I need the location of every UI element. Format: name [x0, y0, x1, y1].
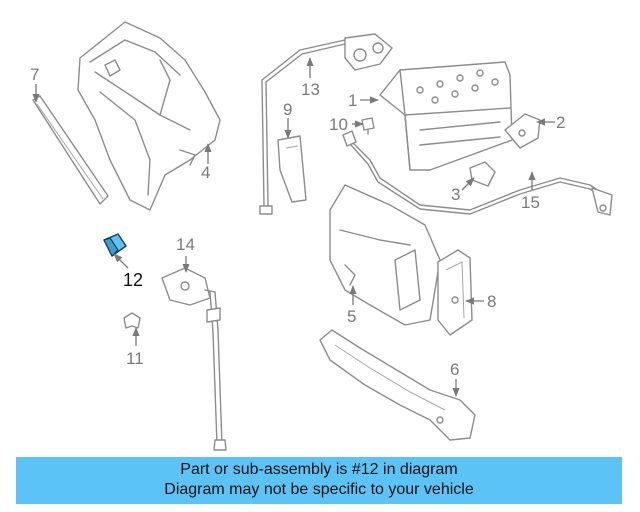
part-11-clip — [123, 312, 141, 329]
callout-10: 10 — [329, 115, 348, 134]
leader-lines — [32, 57, 555, 397]
callout-9: 9 — [283, 100, 292, 119]
callout-5: 5 — [347, 307, 356, 326]
callout-3: 3 — [451, 185, 460, 204]
part-3-clamp — [469, 161, 496, 187]
callout-14: 14 — [176, 235, 195, 254]
part-1-battery — [379, 61, 513, 171]
part-13-cable — [259, 33, 393, 215]
callout-12: 12 — [123, 270, 143, 290]
callout-7: 7 — [30, 65, 39, 84]
part-14-hinge-strut — [161, 267, 227, 451]
callout-11: 11 — [126, 349, 144, 368]
callout-6: 6 — [450, 360, 459, 379]
part-10-bolt — [361, 117, 375, 135]
callout-8: 8 — [487, 292, 496, 311]
part-15-cable — [342, 130, 613, 216]
callout-4: 4 — [201, 163, 210, 182]
part-9-bracket — [277, 135, 307, 203]
banner-line-2: Diagram may not be specific to your vehi… — [164, 481, 474, 498]
callout-15: 15 — [521, 193, 540, 212]
info-banner: Part or sub-assembly is #12 in diagram D… — [16, 457, 622, 504]
part-2-holddown — [504, 113, 541, 149]
callout-labels: 7 4 13 9 10 1 2 3 15 12 14 11 5 8 6 — [30, 65, 565, 379]
part-12-cap-highlighted — [103, 233, 127, 257]
part-5-panel — [329, 184, 441, 326]
part-4-battery-housing — [77, 21, 221, 211]
callout-2: 2 — [556, 113, 565, 132]
part-6-lower-rail — [319, 329, 476, 441]
callout-13: 13 — [301, 80, 320, 99]
callout-1: 1 — [348, 91, 357, 110]
banner-line-1: Part or sub-assembly is #12 in diagram — [180, 461, 458, 478]
part-8-side-bracket — [437, 249, 473, 336]
